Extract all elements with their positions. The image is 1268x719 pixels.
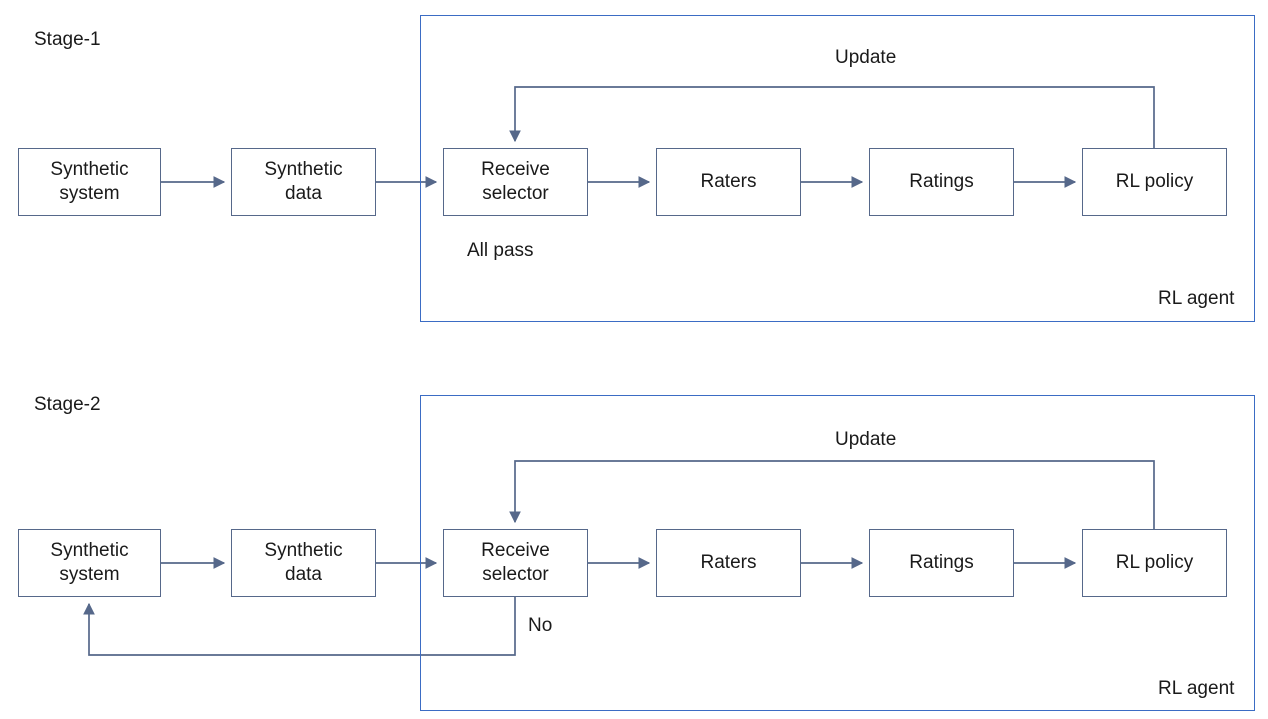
stage-1-all-pass-label: All pass	[467, 240, 534, 261]
stage-2-node-raters[interactable]: Raters	[656, 529, 801, 597]
stage-2-node-ratings[interactable]: Ratings	[869, 529, 1014, 597]
stage-1-update-label: Update	[835, 47, 897, 68]
stage-1-rl-agent-container	[420, 15, 1255, 322]
stage-2-rl-agent-label: RL agent	[1158, 678, 1235, 699]
stage-2-update-label: Update	[835, 429, 897, 450]
stage-1-node-receive-selector[interactable]: Receive selector	[443, 148, 588, 216]
stage-1-node-ratings[interactable]: Ratings	[869, 148, 1014, 216]
stage-2-node-rl-policy[interactable]: RL policy	[1082, 529, 1227, 597]
stage-2-node-synthetic-system[interactable]: Synthetic system	[18, 529, 161, 597]
stage-2-no-label: No	[528, 615, 553, 636]
stage-2-node-receive-selector[interactable]: Receive selector	[443, 529, 588, 597]
stage-2-label: Stage-2	[34, 394, 101, 415]
stage-1-label: Stage-1	[34, 29, 101, 50]
stage-2-node-synthetic-data[interactable]: Synthetic data	[231, 529, 376, 597]
stage-1-node-raters[interactable]: Raters	[656, 148, 801, 216]
stage-1-rl-agent-label: RL agent	[1158, 288, 1235, 309]
stage-2-rl-agent-container	[420, 395, 1255, 711]
stage-1-node-rl-policy[interactable]: RL policy	[1082, 148, 1227, 216]
stage-1-node-synthetic-data[interactable]: Synthetic data	[231, 148, 376, 216]
stage-1-node-synthetic-system[interactable]: Synthetic system	[18, 148, 161, 216]
